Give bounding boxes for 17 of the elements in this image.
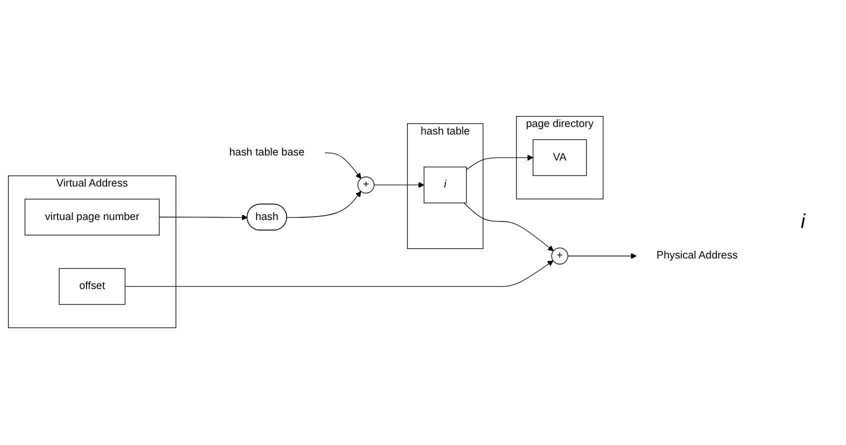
node-text: Physical Address [656, 250, 738, 262]
node-box: offset [58, 268, 126, 306]
node-box: i [424, 167, 467, 204]
arrow [464, 203, 554, 252]
node-circle: + [551, 248, 568, 265]
arrow [286, 192, 362, 218]
arrow [158, 214, 248, 221]
node-text: hash table base [229, 147, 305, 159]
node-circle: + [358, 176, 374, 194]
arrow [124, 260, 554, 288]
node-box: VA [532, 140, 587, 176]
dimension-label: i [800, 211, 806, 234]
arrow [568, 254, 637, 260]
arrow [466, 155, 534, 170]
node-box: virtual page number [24, 199, 160, 236]
arrow [374, 182, 424, 188]
arrow [324, 152, 362, 180]
